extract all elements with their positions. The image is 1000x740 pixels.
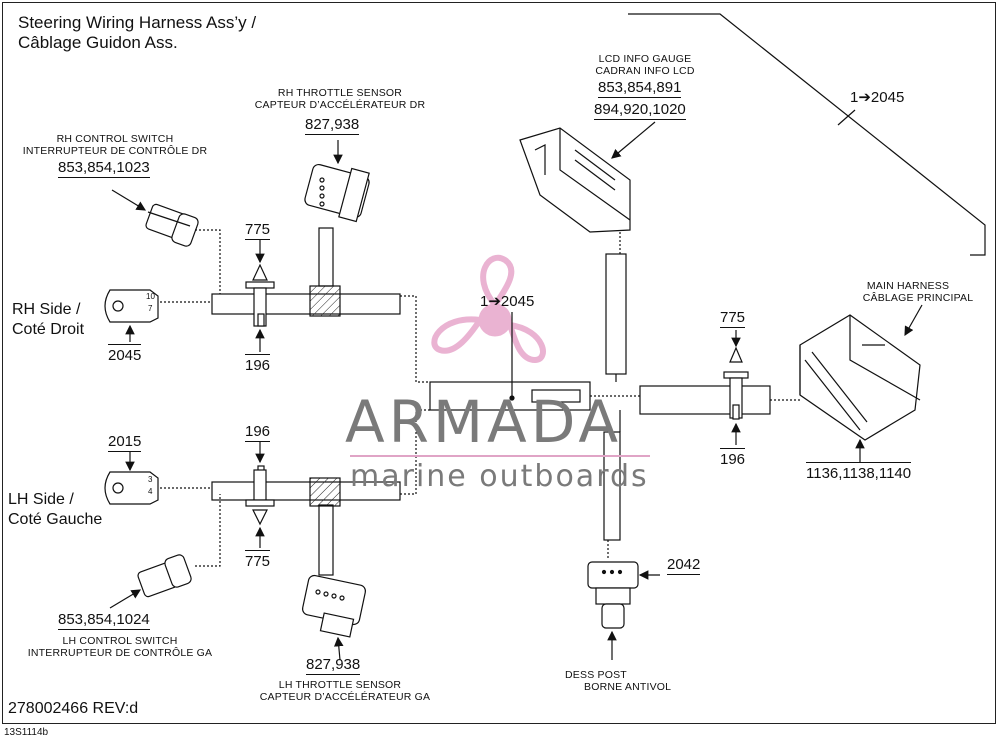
title-line-1: Steering Wiring Harness Ass’y / — [18, 13, 257, 32]
rh-pin-bottom-ref: 196 — [245, 354, 271, 373]
lh-side-ref: 2015 — [108, 433, 142, 452]
ref-top-right: 1➔2045 — [850, 89, 905, 106]
main-harness-branch — [639, 385, 771, 415]
dess-post-ref: 2042 — [667, 556, 701, 575]
lh-throttle-sensor-label-en: LH THROTTLE SENSOR — [278, 679, 402, 691]
lcd-gauge-ref-1: 853,854,891 — [598, 79, 682, 98]
lh-side-pin-2: 4 — [148, 487, 153, 496]
rh-pin-top-ref: 775 — [245, 221, 271, 240]
rh-throttle-sensor-label-en: RH THROTTLE SENSOR — [277, 87, 403, 99]
revision-number: 278002466 REV:d — [8, 700, 139, 717]
watermark-brand: ARMADA — [345, 388, 623, 456]
rh-side-connector-icon — [104, 289, 159, 323]
ref-1-2045-tick — [837, 109, 856, 126]
watermark-propeller-icon — [431, 254, 546, 364]
main-harness-connector-icon — [799, 314, 921, 441]
lh-control-switch-connector-icon — [137, 554, 192, 598]
main-harness-label-fr: CÂBLAGE PRINCIPAL — [862, 292, 974, 304]
rh-control-switch-ref: 853,854,1023 — [58, 159, 150, 178]
diagram-frame — [2, 2, 996, 724]
lh-pin-bottom-ref: 775 — [245, 550, 271, 569]
rh-pin-stack-icon — [245, 263, 275, 327]
rh-control-switch-label-fr: INTERRUPTEUR DE CONTRÔLE DR — [22, 145, 208, 157]
dess-post-label-en: DESS POST — [565, 669, 627, 681]
rh-control-switch-label-en: RH CONTROL SWITCH — [56, 133, 174, 145]
lh-side-label-2: Coté Gauche — [8, 511, 103, 528]
footer-code: 13S1114b — [4, 727, 49, 738]
rh-throttle-sensor-ref: 827,938 — [305, 116, 360, 135]
lh-side-pin-1: 3 — [148, 475, 153, 484]
rh-throttle-sensor-connector-icon — [304, 163, 370, 223]
lcd-gauge-label-en: LCD INFO GAUGE — [598, 53, 692, 65]
rh-side-label-1: RH Side / — [12, 301, 81, 318]
lcd-gauge-label-fr: CADRAN INFO LCD — [595, 65, 695, 77]
dess-post-label-fr: BORNE ANTIVOL — [584, 681, 672, 693]
rh-side-ref: 2045 — [108, 344, 142, 363]
mid-pin-stack-icon — [723, 346, 749, 420]
mid-pin-bottom-ref: 196 — [720, 448, 746, 467]
main-harness-leader-line — [628, 13, 986, 256]
lh-side-connector-icon — [104, 471, 159, 505]
lh-control-switch-ref: 853,854,1024 — [58, 611, 150, 630]
rh-control-switch-connector-icon — [145, 203, 199, 247]
lcd-gauge-connector-icon — [519, 127, 631, 233]
dess-post-icon — [587, 561, 639, 629]
lh-pin-top-ref: 196 — [245, 423, 271, 442]
rh-throttle-sensor-label-fr: CAPTEUR D’ACCÉLÉRATEUR DR — [254, 99, 426, 111]
lh-throttle-sensor-connector-icon — [301, 574, 367, 638]
main-harness-ref: 1136,1138,1140 — [806, 462, 912, 481]
rh-harness-branch — [211, 293, 401, 315]
lcd-gauge-ref-2: 894,920,1020 — [594, 101, 686, 120]
mid-pin-top-ref: 775 — [720, 309, 746, 328]
title-line-2: Câblage Guidon Ass. — [18, 33, 178, 52]
lh-pin-stack-icon — [245, 465, 275, 526]
lh-throttle-sensor-ref: 827,938 — [306, 656, 361, 675]
rh-side-label-2: Coté Droit — [12, 321, 85, 338]
rh-side-pin-1: 10 — [146, 292, 155, 301]
dess-branch — [603, 431, 621, 541]
watermark-tagline: marine outboards — [350, 459, 649, 494]
lh-control-switch-label-fr: INTERRUPTEUR DE CONTRÔLE GA — [27, 647, 213, 659]
lh-side-label-1: LH Side / — [8, 491, 74, 508]
lh-control-switch-label-en: LH CONTROL SWITCH — [62, 635, 178, 647]
lh-throttle-sensor-label-fr: CAPTEUR D’ACCÉLÉRATEUR GA — [259, 691, 431, 703]
watermark-divider — [350, 455, 650, 457]
main-harness-label-en: MAIN HARNESS — [866, 280, 950, 292]
rh-side-pin-2: 7 — [148, 304, 153, 313]
ref-center: 1➔2045 — [480, 293, 535, 310]
